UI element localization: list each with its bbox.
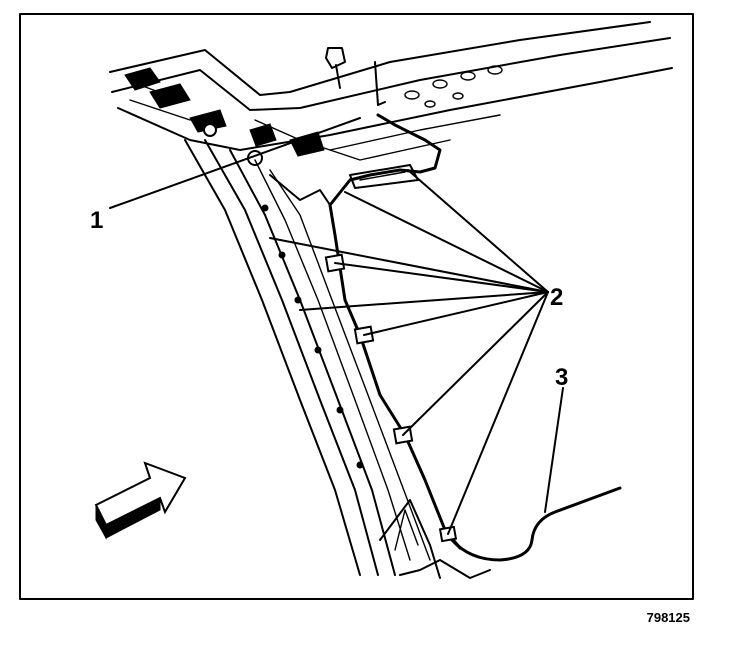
callout-2-leader: [344, 191, 549, 293]
callout-2-leader: [299, 291, 549, 311]
callout-2-leader: [407, 169, 549, 293]
figure-number: 798125: [647, 610, 690, 625]
forward-arrow-icon: [94, 461, 187, 540]
leader-lines: [109, 117, 564, 535]
connector-cable: [450, 486, 622, 562]
figure-frame: [19, 13, 694, 600]
callout-2-leader: [363, 291, 549, 336]
callout-2-leader: [447, 291, 549, 535]
roof-rail-structure: [109, 21, 673, 166]
callout-2-leader: [402, 291, 549, 436]
a-pillar-structure: [184, 139, 431, 576]
callout-2-label: 2: [550, 284, 563, 311]
callout-3-leader: [544, 387, 564, 513]
wire-harness: [328, 113, 462, 550]
callout-1-label: 1: [90, 207, 103, 234]
callout-2-leader: [269, 237, 549, 293]
callout-1-leader: [109, 117, 361, 209]
lower-trim: [379, 499, 491, 579]
callout-2-leader: [334, 262, 549, 293]
callout-3-label: 3: [555, 364, 568, 391]
